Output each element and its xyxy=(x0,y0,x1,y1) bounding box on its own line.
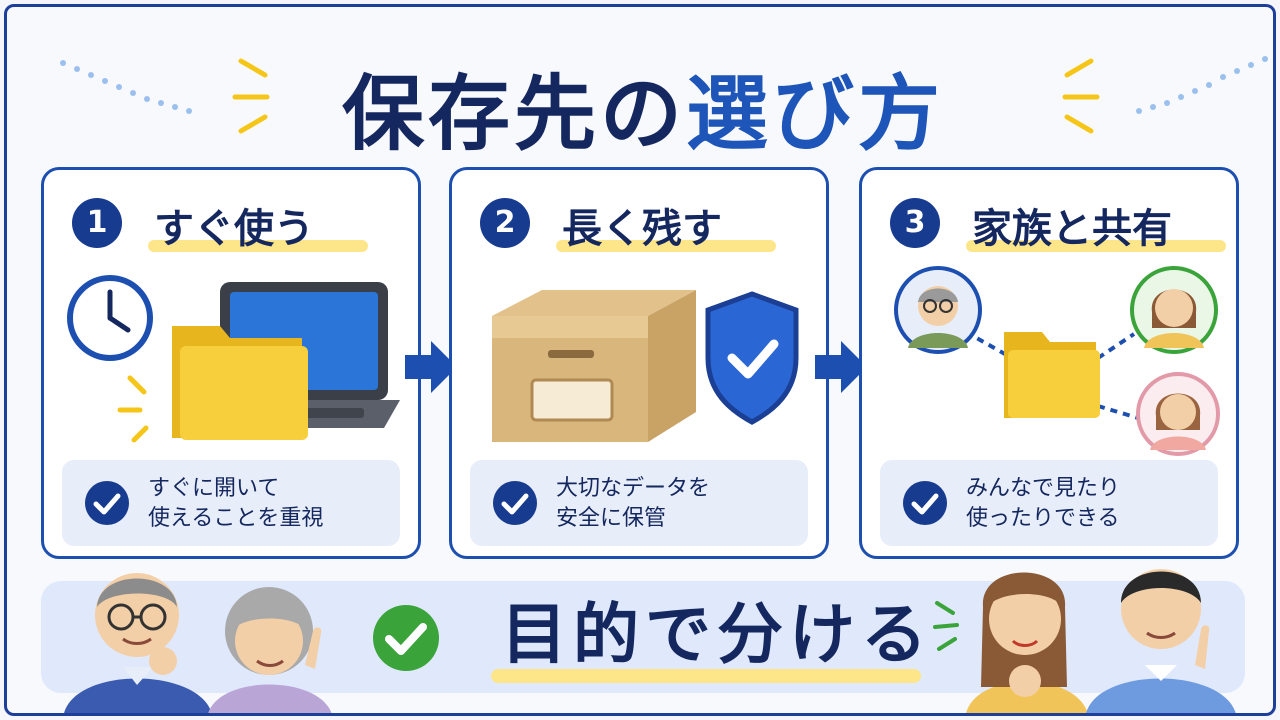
infographic-frame: 保存先の選び方 1 すぐ使う xyxy=(4,4,1276,716)
folder-icon xyxy=(1004,332,1100,418)
banner-highlight xyxy=(491,669,921,683)
step-title-3: 家族と共有 xyxy=(972,206,1172,252)
step-number-2: 2 xyxy=(480,198,530,248)
quick-access-illustration xyxy=(67,275,400,443)
step-title-1: すぐ使う xyxy=(154,206,314,252)
long-term-storage-illustration xyxy=(492,290,799,442)
step-number-3: 3 xyxy=(890,198,940,248)
title-main: 保存先の xyxy=(341,67,686,162)
step-number-1: 1 xyxy=(72,198,122,248)
clock-icon xyxy=(67,275,153,361)
sparkle-left-icon xyxy=(232,58,270,134)
step-note-2: 大切なデータを 安全に保管 xyxy=(470,460,808,546)
folder-icon xyxy=(172,326,308,440)
step-note-3: みんなで見たり 使ったりできる xyxy=(880,460,1218,546)
step-note-text-3: みんなで見たり 使ったりできる xyxy=(966,476,1121,531)
person-avatar-icon xyxy=(894,266,982,354)
title-highlight xyxy=(966,240,1226,252)
step-card-3: 3 家族と共有 xyxy=(859,167,1239,559)
check-icon xyxy=(373,605,439,671)
step-note-1: すぐに開いて 使えることを重視 xyxy=(62,460,400,546)
decorative-dots-left xyxy=(60,60,192,114)
box-icon xyxy=(492,290,696,442)
person-avatar-icon xyxy=(1136,372,1220,456)
check-icon xyxy=(493,481,537,525)
banner-text: 目的で分ける xyxy=(501,596,933,673)
step-note-text-1: すぐに開いて 使えることを重視 xyxy=(148,476,324,531)
title-highlight xyxy=(556,240,776,252)
sparkle-icon xyxy=(933,601,959,651)
step-header-1: 1 すぐ使う xyxy=(64,192,404,252)
page-title: 保存先の選び方 xyxy=(7,47,1273,166)
step-header-3: 3 家族と共有 xyxy=(882,192,1226,252)
title-highlight xyxy=(148,240,368,252)
arrow-right-icon xyxy=(405,341,457,393)
step-title-2: 長く残す xyxy=(562,206,722,252)
decorative-dots-right xyxy=(1136,56,1268,114)
shield-check-icon xyxy=(705,291,799,425)
family-sharing-illustration xyxy=(894,266,1220,456)
elderly-couple-illustration xyxy=(64,573,332,713)
young-couple-illustration xyxy=(966,569,1236,713)
title-accent: 選び方 xyxy=(686,67,945,162)
step-card-2: 2 長く残す 大切なデータを xyxy=(449,167,829,559)
check-icon xyxy=(903,481,947,525)
arrow-right-icon xyxy=(815,341,867,393)
check-icon xyxy=(85,481,129,525)
step-card-1: 1 すぐ使う xyxy=(41,167,421,559)
person-avatar-icon xyxy=(1130,266,1218,354)
step-note-text-2: 大切なデータを 安全に保管 xyxy=(556,476,711,531)
step-header-2: 2 長く残す xyxy=(472,192,812,252)
sparkle-right-icon xyxy=(1062,58,1100,134)
